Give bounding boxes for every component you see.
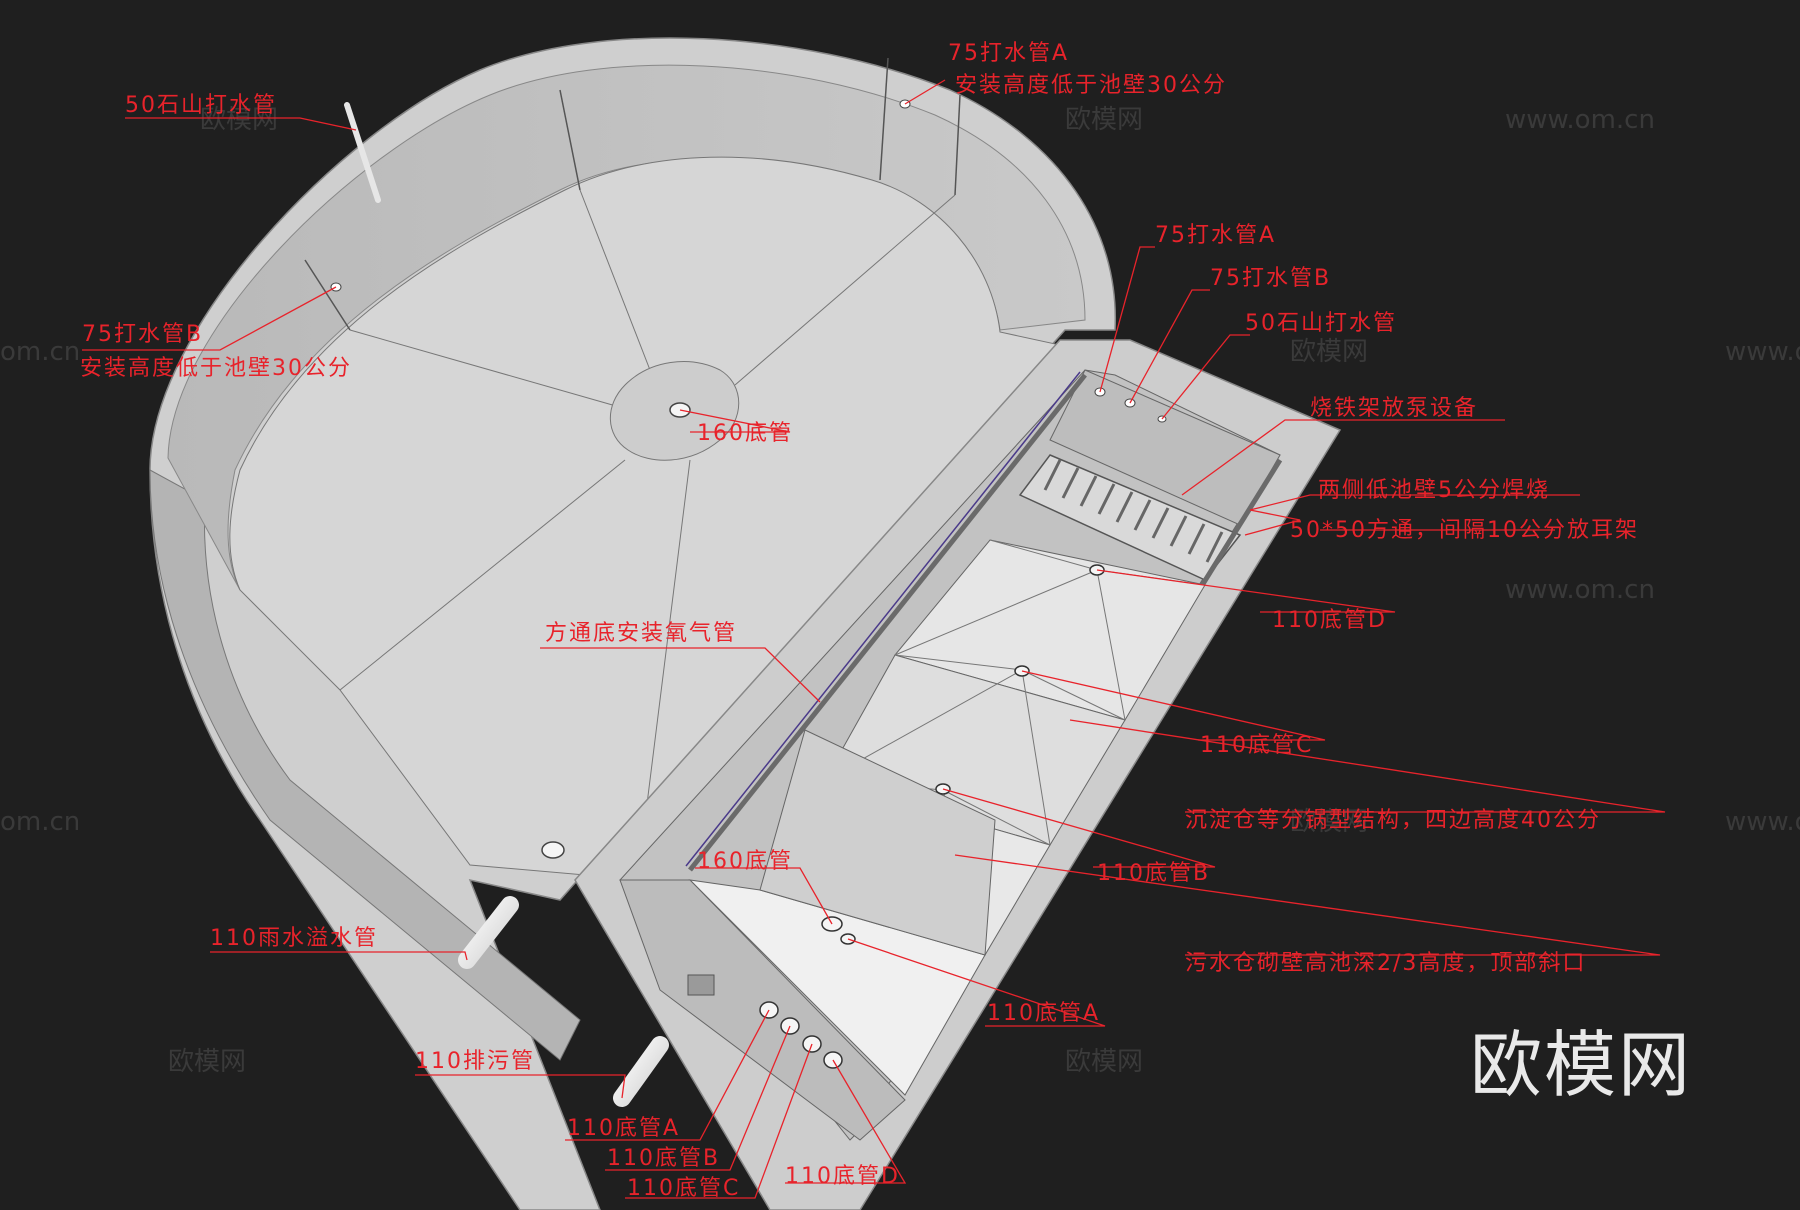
cone-line (942, 789, 1051, 846)
leader-lines (82, 79, 1666, 1199)
rain-overflow-pipe-icon (458, 896, 519, 969)
label-sewage-wall-note: 污水仓砌壁高池深2/3高度，顶部斜口 (1185, 951, 1586, 976)
main-pond (149, 37, 1117, 1210)
label-outlet-110d: 110底管D (785, 1164, 900, 1189)
label-bottom-drain-110a: 110底管A (987, 1001, 1100, 1026)
sewage-partition-wall (759, 729, 996, 956)
filter-system (574, 339, 1342, 1210)
label-stone-hill-pipe-50-right: 50石山打水管 (1245, 311, 1397, 336)
label-sewage-drain-pipe: 110排污管 (415, 1049, 535, 1074)
cone-line (1096, 569, 1126, 721)
label-bottom-drain-110d: 110底管D (1272, 608, 1387, 633)
floor-slope-line (734, 194, 956, 386)
floor-slope-line (639, 459, 691, 861)
label-bottom-drain-160-chamber: 160底管 (697, 849, 793, 874)
oxygen-pipe-line (685, 371, 1081, 867)
watermark-url-partial: om.cn (0, 337, 80, 367)
cone-line (1021, 669, 1126, 721)
floor-inlet-icon (541, 841, 565, 859)
stone-hill-pipe-icon (344, 102, 381, 203)
watermark-url: www.om.cn (1725, 337, 1800, 367)
label-rain-overflow-pipe: 110雨水溢水管 (210, 926, 378, 951)
wall-seam (304, 259, 351, 331)
watermark-url-partial: om.cn (0, 807, 80, 837)
floor-slope-line (579, 189, 651, 371)
floor-slope-line (349, 329, 631, 411)
label-outlet-110c: 110底管C (627, 1176, 740, 1201)
label-iron-rack: 烧铁架放泵设备 (1310, 396, 1478, 421)
label-pipe-75a-right: 75打水管A (1155, 223, 1276, 248)
floor-slope-line (339, 459, 626, 691)
wall-seam (559, 89, 581, 191)
label-bottom-drain-110c: 110底管C (1200, 733, 1313, 758)
label-bottom-drain-160-main: 160底管 (697, 421, 793, 446)
label-pipe-75b-left: 75打水管B (82, 322, 203, 347)
watermark-brand: 欧模网 (1290, 337, 1368, 367)
watermark-brand: 欧模网 (1065, 1047, 1143, 1077)
label-bottom-drain-110b: 110底管B (1097, 861, 1210, 886)
label-outlet-110a: 110底管A (567, 1116, 680, 1141)
cone-line (894, 569, 1098, 656)
label-oxygen-note: 方通底安装氧气管 (545, 621, 737, 646)
watermark-url: www.om.cn (1505, 105, 1655, 135)
watermark-url: www.om.cn (1505, 575, 1655, 605)
cone-line (894, 654, 1023, 671)
watermark-brand: 欧模网 (1065, 105, 1143, 135)
label-pipe-75b-right: 75打水管B (1210, 266, 1331, 291)
label-pipe-75a-top: 75打水管A (948, 41, 1069, 66)
cone-line (989, 539, 1098, 571)
label-stone-hill-pipe-50: 50石山打水管 (125, 93, 277, 118)
watermark-brand: 欧模网 (168, 1047, 246, 1077)
label-pipe-75a-top-note: 安装高度低于池壁30公分 (955, 73, 1227, 98)
label-settling-note: 沉淀仓等分锅型结构，四边高度40公分 (1185, 808, 1601, 833)
label-square-tube-note: 50*50方通，间隔10公分放耳架 (1290, 518, 1639, 543)
watermark-brand: 欧模网 (200, 105, 278, 135)
sewage-drain-pipe-icon (613, 1036, 669, 1107)
wall-seam (954, 94, 961, 196)
pond-outer-wall (149, 469, 581, 1061)
cone-line (1021, 669, 1051, 846)
brand-watermark-logo: 欧模网 (1470, 1023, 1692, 1107)
iron-rack (1018, 454, 1242, 581)
square-tube-rail-left (688, 373, 1087, 872)
wall-seam (879, 57, 889, 181)
annotations: 50石山打水管 75打水管A 安装高度低于池壁30公分 75打水管B 安装高度低… (80, 41, 1639, 1201)
watermark-url: www.om.cn (1725, 807, 1800, 837)
label-outlet-110b: 110底管B (607, 1146, 720, 1171)
inlet-box-icon (687, 974, 715, 996)
label-weld-note: 两侧低池壁5公分焊烧 (1318, 478, 1550, 503)
label-pipe-75b-left-note: 安装高度低于池壁30公分 (80, 356, 352, 381)
